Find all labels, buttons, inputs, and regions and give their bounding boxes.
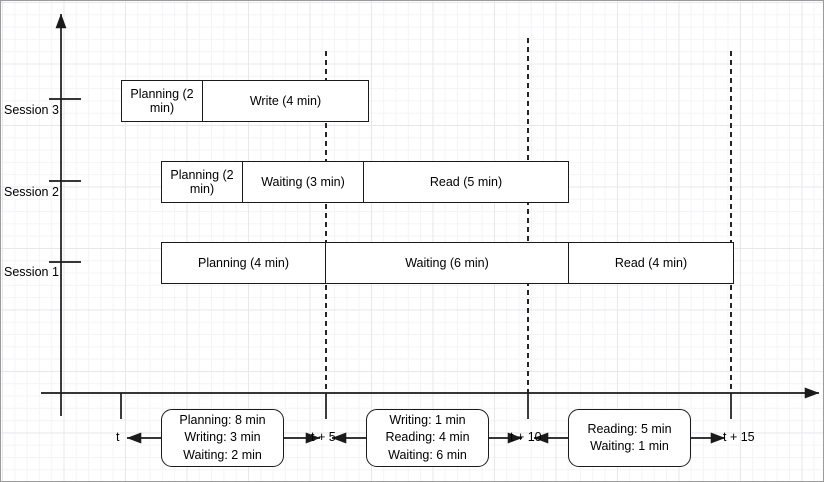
session-2-segment-waiting[interactable]: Waiting (3 min) <box>242 161 364 203</box>
callout-2-line-3: Waiting: 6 min <box>388 447 467 462</box>
time-marker-label-t-plus-10: t + 10 <box>510 430 542 444</box>
callout-1-line-1: Planning: 8 min <box>179 413 266 428</box>
session-tick-label-session-2: Session 2 <box>4 185 59 199</box>
session-tick-label-session-1: Session 1 <box>4 265 59 279</box>
callout-interval-2[interactable]: Writing: 1 min Reading: 4 min Waiting: 6… <box>366 409 489 467</box>
callout-3-line-2: Waiting: 1 min <box>590 439 669 453</box>
session-1-segment-read[interactable]: Read (4 min) <box>568 242 734 284</box>
callout-interval-3[interactable]: Reading: 5 min Waiting: 1 min <box>568 409 691 467</box>
session-2-segment-read[interactable]: Read (5 min) <box>363 161 569 203</box>
callout-1-line-3: Waiting: 2 min <box>183 447 262 462</box>
session-tick-label-session-3: Session 3 <box>4 103 59 117</box>
time-marker-label-t: t <box>116 430 120 444</box>
time-boundary-dashed-lines <box>325 38 732 393</box>
callout-interval-1[interactable]: Planning: 8 min Writing: 3 min Waiting: … <box>161 409 284 467</box>
session-1-segment-planning[interactable]: Planning (4 min) <box>161 242 326 284</box>
session-2-segment-planning[interactable]: Planning (2 min) <box>161 161 243 203</box>
callout-2-line-1: Writing: 1 min <box>389 413 466 428</box>
time-marker-label-t-plus-5: t + 5 <box>311 430 336 444</box>
session-1-segment-waiting[interactable]: Waiting (6 min) <box>325 242 569 284</box>
callout-2-line-2: Reading: 4 min <box>385 430 470 445</box>
session-3-segment-write[interactable]: Write (4 min) <box>202 80 369 122</box>
vertical-axis <box>49 13 81 416</box>
time-marker-label-t-plus-15: t + 15 <box>723 430 755 444</box>
session-3-segment-planning[interactable]: Planning (2 min) <box>121 80 203 122</box>
callout-3-line-1: Reading: 5 min <box>587 421 672 436</box>
callout-1-line-2: Writing: 3 min <box>184 430 261 445</box>
